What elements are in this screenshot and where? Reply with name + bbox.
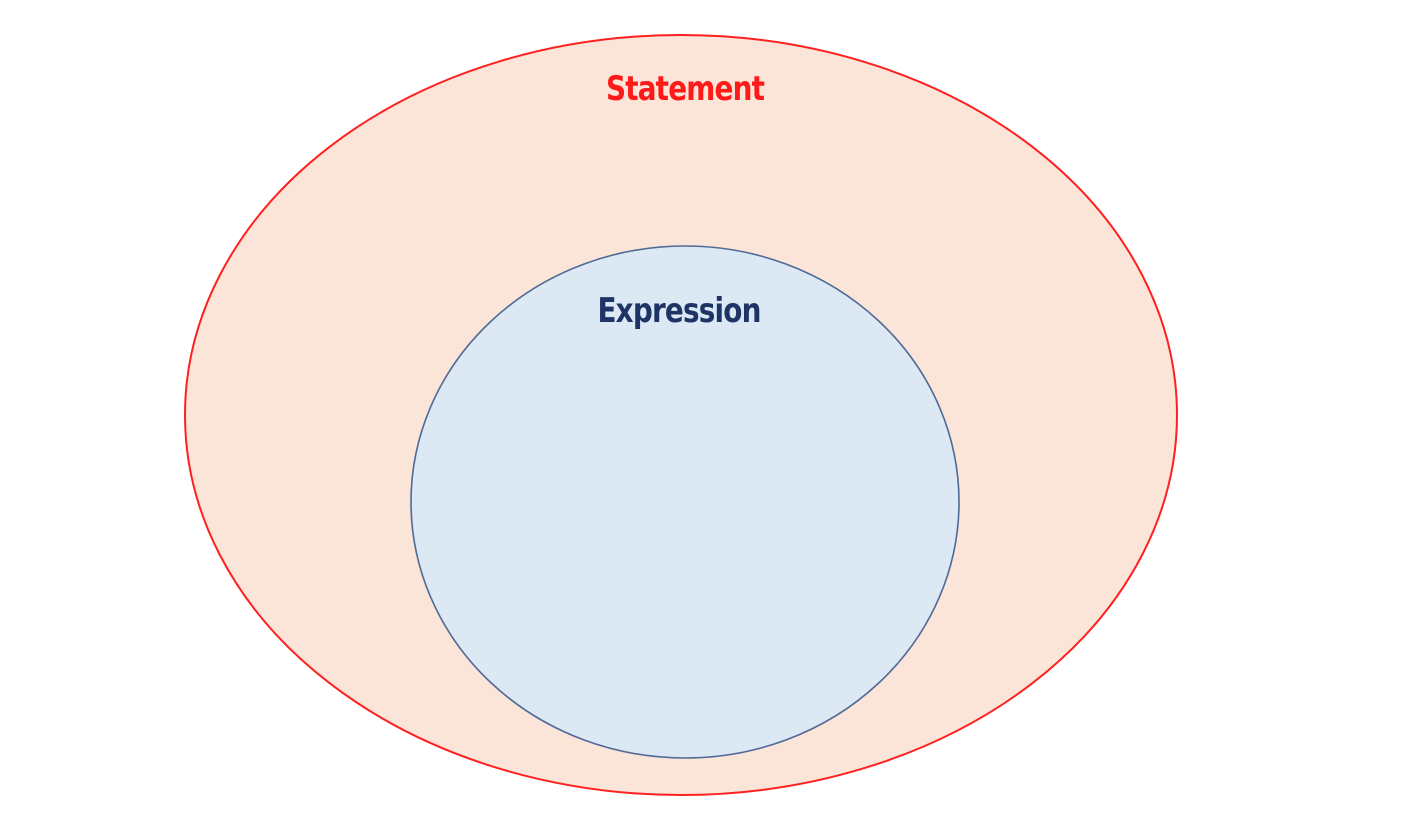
- expression-label: Expression: [597, 291, 760, 330]
- statement-label: Statement: [606, 69, 765, 108]
- expression-circle: [410, 245, 960, 759]
